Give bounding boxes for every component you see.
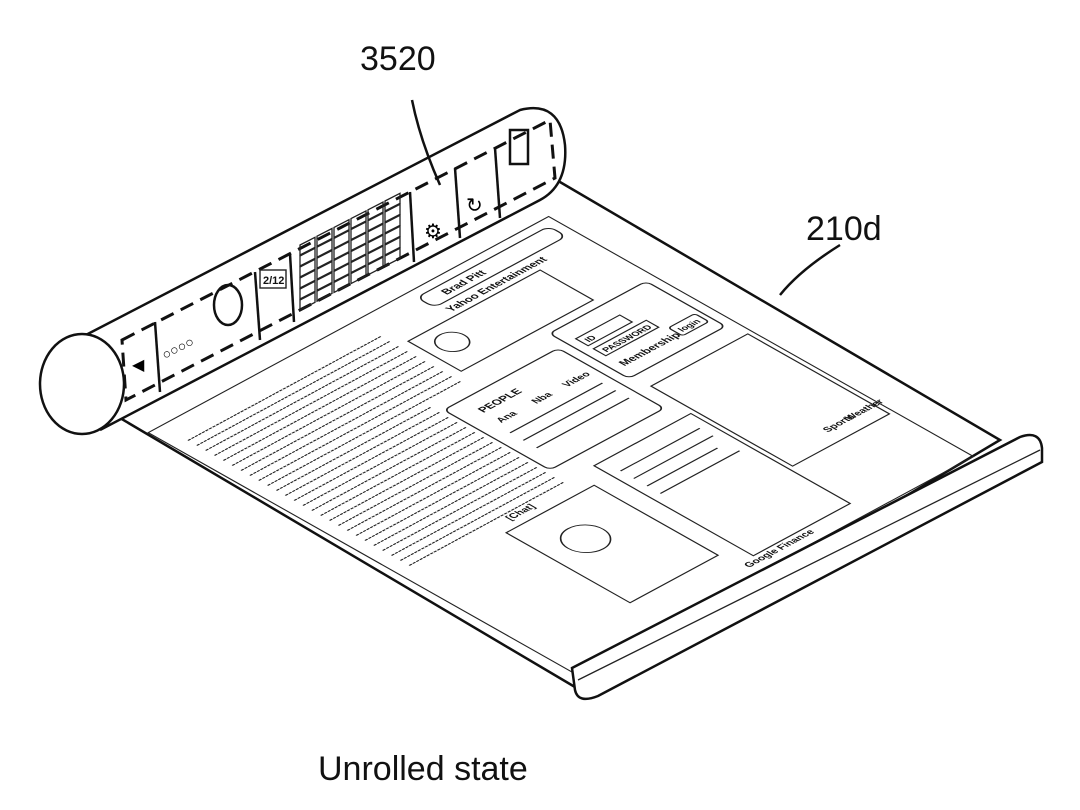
calendar-cell: [350, 242, 367, 263]
calendar-cell: [350, 231, 367, 252]
calendar-cell: [316, 271, 333, 292]
calendar-cell: [299, 269, 316, 290]
calendar-cell: [333, 262, 350, 283]
text-line: [249, 370, 445, 476]
calendar-cell: [367, 256, 384, 276]
calendar-date-label: 2/12: [263, 275, 284, 287]
calendar-cell: [384, 203, 401, 224]
reference-label-3520: 3520: [360, 40, 436, 78]
calendar-cell: [316, 249, 333, 270]
window-icon[interactable]: [508, 128, 530, 166]
calendar-cell: [333, 240, 350, 261]
roller-end-cap: [38, 332, 126, 436]
text-line: [373, 462, 529, 546]
refresh-icon[interactable]: ↻: [466, 195, 483, 217]
text-line: [337, 442, 494, 526]
back-arrow-icon[interactable]: ◀: [132, 357, 145, 374]
text-line: [240, 365, 436, 471]
text-line: [311, 427, 467, 511]
calendar-cell: [367, 201, 384, 221]
toolbar-region: [120, 117, 557, 403]
calendar-cell: [350, 209, 367, 230]
text-line: [390, 472, 547, 556]
article-text-block: [187, 335, 564, 566]
calendar-cell: [367, 223, 384, 243]
calendar-cell: [299, 236, 316, 257]
text-line: [275, 407, 432, 491]
text-line: [284, 412, 440, 496]
sketch-image-panel: [649, 333, 891, 467]
text-line: [382, 467, 538, 551]
calendar-cell: [316, 238, 333, 259]
text-line: [213, 350, 409, 456]
calendar-cell: [350, 253, 367, 274]
front-handle-bar[interactable]: [570, 433, 1044, 701]
text-line: [222, 355, 418, 461]
calendar-cell: [316, 282, 333, 303]
text-line: [320, 432, 476, 516]
text-line: [302, 422, 458, 506]
text-line: [231, 360, 427, 466]
roller-housing: ◀ ○○○○ 2/12 ⚙ ↻: [38, 107, 567, 436]
settings-gear-icon[interactable]: ⚙: [424, 221, 442, 243]
calendar-date-icon[interactable]: [259, 269, 287, 289]
text-line: [355, 452, 511, 536]
chat-avatar: [559, 524, 612, 553]
calendar-grid-icon[interactable]: [299, 192, 401, 312]
calendar-cell: [367, 212, 384, 232]
calendar-cell: [350, 220, 367, 241]
calendar-cell: [384, 214, 401, 235]
text-line: [267, 380, 462, 486]
news-panel: Google Finance: [592, 412, 852, 569]
calendar-cell: [333, 251, 350, 272]
id-field[interactable]: [574, 314, 634, 347]
calendar-cell: [333, 273, 350, 294]
calendar-cell: [350, 264, 367, 285]
id-label: ID: [582, 334, 599, 343]
leader-line-3520: [410, 99, 442, 186]
calendar-cell: [299, 280, 316, 301]
text-line: [408, 482, 564, 566]
calendar-cell: [316, 227, 333, 248]
calendar-cell: [367, 245, 384, 265]
reference-label-210d: 210d: [806, 210, 882, 248]
text-line: [329, 437, 485, 521]
calendar-cell: [299, 247, 316, 268]
text-line: [293, 417, 449, 501]
leader-line-210d: [779, 243, 841, 296]
calendar-cell: [316, 260, 333, 281]
text-line: [205, 345, 400, 451]
text-line: [187, 335, 383, 441]
login-button[interactable]: [668, 313, 709, 336]
text-line: [346, 447, 502, 531]
calendar-cell: [333, 229, 350, 250]
text-line: [364, 457, 520, 541]
calendar-cell: [299, 291, 316, 312]
calendar-cell: [384, 225, 401, 246]
avatar: [433, 331, 471, 352]
password-field[interactable]: [592, 319, 660, 357]
calendar-cell: [333, 218, 350, 239]
menu-panel: PEOPLE Ana Nba Video: [445, 349, 663, 469]
figure-caption: Unrolled state: [318, 750, 528, 788]
calendar-cell: [299, 258, 316, 279]
calendar-cell: [384, 192, 401, 213]
text-line: [196, 340, 392, 446]
circle-widget-icon[interactable]: [212, 283, 244, 327]
calendar-cell: [384, 247, 401, 268]
calendar-cell: [367, 234, 384, 254]
calendar-cell: [384, 236, 401, 257]
text-line: [258, 375, 453, 481]
text-line: [399, 477, 555, 561]
